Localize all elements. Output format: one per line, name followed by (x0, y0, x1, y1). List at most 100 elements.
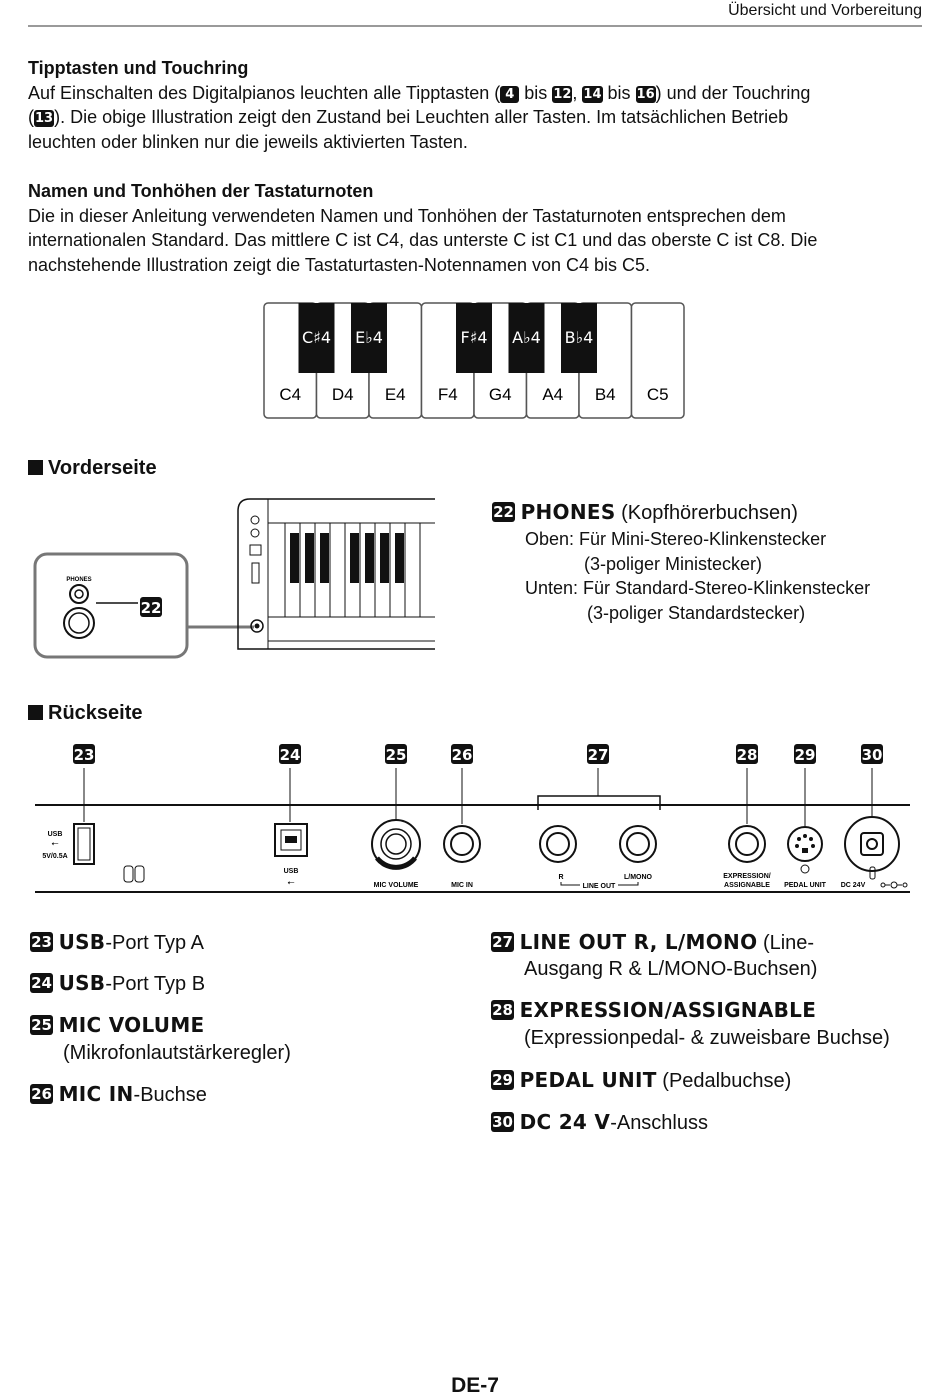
phones-line-1: Oben: Für Mini-Stereo-Klinkenstecker (525, 529, 827, 549)
line-out-lmono-label: L/MONO (624, 874, 653, 881)
item-23-desc: -Port Typ A (105, 932, 204, 954)
indicator-2 (250, 528, 260, 538)
phones-jack-label: PHONES (66, 577, 91, 583)
line-out-lmono-jack-icon (619, 825, 657, 863)
ref-number: 14 (582, 85, 603, 103)
touch-line-2: (13). Die obige Illustration zeigt den Z… (28, 105, 918, 130)
label-bg (580, 881, 618, 889)
phones-line-2: (3-poliger Ministecker) (584, 554, 763, 574)
line-out-label: LINE OUT (583, 883, 616, 890)
mini-jack-inner (74, 589, 84, 599)
black-key-label: F♯4 (460, 328, 487, 347)
usb-a-power-label: 5V/0.5A (42, 853, 67, 860)
item-22-desc: (Kopfhörerbuchsen) (615, 502, 798, 524)
text: bis (519, 82, 553, 103)
text: Auf Einschalten des Digitalpianos leucht… (28, 82, 501, 103)
item-23-title: USB (58, 930, 106, 954)
white-key-label: E4 (385, 385, 406, 404)
polarity-symbol-icon (880, 881, 908, 889)
white-key-label: C5 (647, 385, 669, 404)
jack-inner (450, 832, 474, 856)
ref-number: 29 (491, 1070, 514, 1090)
line-out-r-label: R (558, 874, 563, 881)
jack-dot (254, 623, 260, 629)
black-key (298, 303, 335, 373)
item-30: 30 DC 24 V-Anschluss (491, 1108, 708, 1137)
expression-label-1: EXPRESSION/ (723, 873, 771, 880)
item-25: 25 MIC VOLUME (30, 1011, 205, 1040)
header-rule (28, 25, 922, 27)
pin (795, 844, 799, 848)
ref-number: 25 (30, 1015, 53, 1035)
mic-in-jack-icon (443, 825, 481, 863)
ref-number: 26 (30, 1084, 53, 1104)
notes-heading: Namen und Tonhöhen der Tastaturnoten (28, 181, 374, 201)
ref-number: 28 (491, 1000, 514, 1020)
white-key-label: B4 (595, 385, 616, 404)
text: ). Die obige Illustration zeigt den Zust… (54, 107, 789, 128)
notes-line-1: Die in dieser Anleitung verwendeten Name… (28, 205, 786, 226)
touch-section: Tipptasten und Touchring Auf Einschalten… (28, 56, 918, 154)
bullet-square (28, 460, 43, 475)
header-section-title: Übersicht und Vorbereitung (728, 2, 922, 19)
mini-black-key (320, 533, 329, 583)
white-key-label: G4 (489, 385, 512, 404)
dc-label: DC 24V (841, 882, 866, 889)
item-28: 28 EXPRESSION/ASSIGNABLE (491, 996, 816, 1025)
item-26-title: MIC IN (58, 1082, 134, 1106)
white-key-label: F4 (438, 385, 458, 404)
jack-inner (626, 832, 650, 856)
usb-symbol-icon: ⭠ (51, 839, 58, 849)
item-29-desc: (Pedalbuchse) (656, 1070, 792, 1092)
usb-symbol-icon: ⭠ (287, 878, 294, 888)
black-key (456, 303, 492, 373)
item-23: 23 USB-Port Typ A (30, 928, 204, 957)
touch-line-1: Auf Einschalten des Digitalpianos leucht… (28, 81, 918, 106)
item-24: 24 USB-Port Typ B (30, 969, 205, 998)
knob-arc (375, 856, 417, 870)
usb-a-port-inner (77, 827, 91, 861)
callout-badge (451, 744, 473, 764)
phones-line-3: Unten: Für Standard-Stereo-Klinkenstecke… (525, 578, 871, 598)
button-icon (249, 544, 262, 556)
text: ) und der Touchring (655, 82, 811, 103)
pin (797, 837, 801, 841)
callout-badge (279, 744, 301, 764)
item-26: 26 MIC IN-Buchse (30, 1080, 207, 1109)
item-29: 29 PEDAL UNIT (Pedalbuchse) (491, 1066, 791, 1095)
mic-volume-label: MIC VOLUME (374, 882, 419, 889)
mini-black-key (350, 533, 359, 583)
item-30-title: DC 24 V (519, 1110, 611, 1134)
callout-badge (794, 744, 816, 764)
usb-a-port-icon (73, 823, 95, 865)
pin-key (802, 848, 808, 853)
item-27-desc: (Line- (757, 932, 815, 954)
black-key-label: E♭4 (355, 328, 383, 347)
line-out-r-jack-icon (539, 825, 577, 863)
ref-number: 16 (635, 85, 656, 103)
pedal-unit-label: PEDAL UNIT (784, 882, 827, 889)
notes-line-2: internationalen Standard. Das mittlere C… (28, 230, 818, 251)
front-heading: Vorderseite (28, 457, 157, 480)
jack-inner (735, 832, 759, 856)
pedal-unit-din-icon (787, 826, 823, 862)
notes-section: Namen und Tonhöhen der Tastaturnoten Die… (28, 179, 918, 277)
rear-heading-text: Rückseite (48, 702, 143, 724)
zoom-box (33, 552, 189, 659)
bullet-square (28, 705, 43, 720)
ref-number: 24 (30, 973, 53, 993)
mini-black-key (290, 533, 299, 583)
callout-number: 27 (588, 746, 609, 764)
usb-b-port-inner (280, 829, 302, 851)
ref-number: 12 (552, 85, 573, 103)
callout-number: 24 (280, 746, 301, 764)
callout-number: 23 (74, 746, 95, 764)
pedal-symbol-icon (800, 864, 810, 874)
mini-jack-icon (69, 584, 89, 604)
black-key (351, 303, 387, 373)
ref-number: 30 (491, 1112, 514, 1132)
page-number: DE-7 (451, 1374, 499, 1397)
front-heading-text: Vorderseite (48, 457, 157, 479)
piano-outline (237, 498, 435, 650)
